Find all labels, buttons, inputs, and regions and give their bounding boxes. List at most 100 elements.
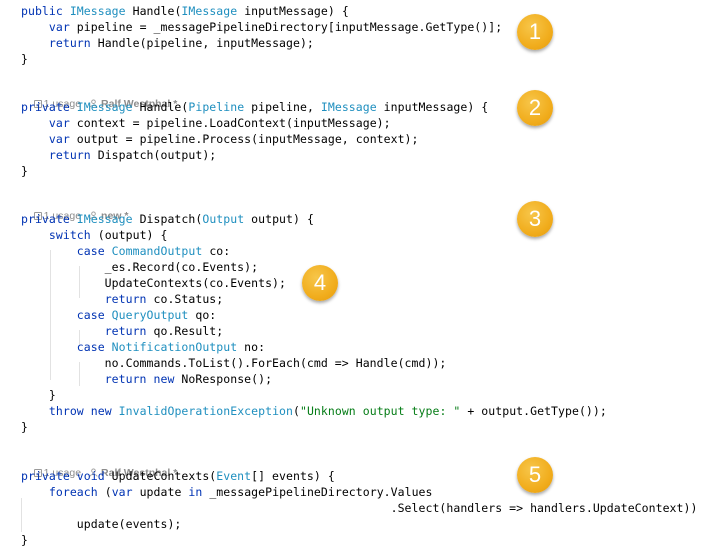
code-token: UpdateContexts(: [104, 469, 217, 483]
code-line[interactable]: throw new InvalidOperationException("Unk…: [21, 403, 607, 419]
code-token: }: [21, 533, 28, 547]
code-token: public: [21, 4, 70, 18]
code-token: [21, 404, 49, 418]
code-token: [21, 228, 49, 242]
code-token: switch: [48, 228, 91, 242]
callout-badge-5: 5: [517, 457, 553, 493]
code-line[interactable]: case NotificationOutput no:: [21, 339, 265, 355]
code-token: }: [21, 420, 28, 434]
code-token: _es.Record(co.Events);: [21, 260, 259, 274]
code-token: qo:: [188, 308, 217, 322]
code-line[interactable]: var context = pipeline.LoadContext(input…: [21, 115, 391, 131]
code-line[interactable]: foreach (var update in _messagePipelineD…: [21, 484, 433, 500]
code-line[interactable]: private IMessage Dispatch(Output output)…: [21, 211, 314, 227]
code-token: Dispatch(output);: [90, 148, 217, 162]
code-line[interactable]: case CommandOutput co:: [21, 243, 230, 259]
author-name[interactable]: Ralf Westphal *: [101, 98, 178, 110]
code-token: co.Status;: [146, 292, 224, 306]
code-token: QueryOutput: [111, 308, 189, 322]
author-name[interactable]: new *: [101, 210, 129, 222]
code-line[interactable]: no.Commands.ToList().ForEach(cmd => Hand…: [21, 355, 447, 371]
author-name[interactable]: Ralf Westphal *: [101, 467, 178, 479]
code-line[interactable]: }: [21, 163, 28, 179]
usage-count[interactable]: 1 usage: [43, 98, 82, 110]
code-token: return new: [104, 372, 175, 386]
code-token: pipeline,: [244, 100, 321, 114]
code-token: output = pipeline.Process(inputMessage, …: [69, 132, 419, 146]
code-token: private: [21, 212, 77, 226]
code-token: output) {: [244, 212, 314, 226]
code-line[interactable]: update(events);: [21, 516, 182, 532]
code-token: [21, 485, 49, 499]
code-line[interactable]: public IMessage Handle(IMessage inputMes…: [21, 3, 349, 19]
indent-guide: [50, 250, 51, 380]
code-token: (output) {: [90, 228, 168, 242]
code-token: context = pipeline.LoadContext(inputMess…: [69, 116, 391, 130]
code-token: case: [76, 244, 112, 258]
code-token: [21, 292, 105, 306]
code-vision-hint[interactable]: 1 usage Ralf Westphal *: [22, 452, 177, 479]
code-line[interactable]: var output = pipeline.Process(inputMessa…: [21, 131, 419, 147]
code-token: [21, 372, 105, 386]
code-line[interactable]: var pipeline = _messagePipelineDirectory…: [21, 19, 502, 35]
code-token: [21, 148, 49, 162]
code-line[interactable]: return new NoResponse();: [21, 371, 272, 387]
code-line[interactable]: private void UpdateContexts(Event[] even…: [21, 468, 335, 484]
code-line[interactable]: switch (output) {: [21, 227, 168, 243]
code-token: [21, 116, 49, 130]
code-vision-hint[interactable]: 1 usage new *: [22, 195, 128, 222]
callout-badge-1: 1: [517, 14, 553, 50]
code-line[interactable]: case QueryOutput qo:: [21, 307, 216, 323]
code-token: var: [48, 20, 70, 34]
code-token: }: [21, 164, 28, 178]
usages-icon: [33, 469, 42, 477]
code-vision-hint[interactable]: 1 usage Ralf Westphal *: [22, 83, 177, 110]
code-token: qo.Result;: [146, 324, 224, 338]
code-token: CommandOutput: [111, 244, 203, 258]
callout-badge-3: 3: [517, 201, 553, 237]
code-line[interactable]: }: [21, 51, 28, 67]
code-token: InvalidOperationException: [118, 404, 293, 418]
code-line[interactable]: private IMessage Handle(Pipeline pipelin…: [21, 99, 488, 115]
code-token: update(events);: [21, 517, 182, 531]
code-token: [112, 404, 119, 418]
code-token: IMessage: [76, 212, 133, 226]
code-token: UpdateContexts(co.Events);: [21, 276, 286, 290]
callout-badge-4: 4: [302, 265, 338, 301]
code-line[interactable]: return Handle(pipeline, inputMessage);: [21, 35, 314, 51]
code-token: IMessage: [181, 4, 238, 18]
code-line[interactable]: }: [21, 532, 28, 548]
code-line[interactable]: return qo.Result;: [21, 323, 224, 339]
code-line[interactable]: }: [21, 387, 56, 403]
code-token: pipeline = _messagePipelineDirectory[inp…: [69, 20, 503, 34]
usage-count[interactable]: 1 usage: [43, 467, 82, 479]
indent-guide: [79, 362, 80, 386]
user-icon: [89, 211, 98, 220]
code-line[interactable]: UpdateContexts(co.Events);: [21, 275, 286, 291]
code-token: return: [104, 324, 147, 338]
code-token: var: [48, 132, 70, 146]
code-token: Dispatch(: [132, 212, 203, 226]
indent-guide: [21, 498, 22, 532]
usage-count[interactable]: 1 usage: [43, 210, 82, 222]
code-token: IMessage: [320, 100, 377, 114]
code-token: Pipeline: [188, 100, 245, 114]
code-token: return: [48, 36, 91, 50]
code-token: co:: [202, 244, 231, 258]
code-token: _messagePipelineDirectory.Values: [202, 485, 433, 499]
code-line[interactable]: _es.Record(co.Events);: [21, 259, 258, 275]
callout-badge-2: 2: [517, 90, 553, 126]
code-line[interactable]: return Dispatch(output);: [21, 147, 216, 163]
code-line[interactable]: .Select(handlers => handlers.UpdateConte…: [21, 500, 698, 516]
code-token: return: [104, 292, 147, 306]
code-token: var: [48, 116, 70, 130]
code-line[interactable]: return co.Status;: [21, 291, 224, 307]
code-token: case: [76, 340, 112, 354]
code-line[interactable]: }: [21, 419, 28, 435]
code-token: Output: [202, 212, 245, 226]
code-token: .Select(handlers => handlers.UpdateConte…: [21, 501, 698, 515]
user-icon: [89, 99, 98, 108]
code-token: [21, 132, 49, 146]
code-token: no.Commands.ToList().ForEach(cmd => Hand…: [21, 356, 447, 370]
